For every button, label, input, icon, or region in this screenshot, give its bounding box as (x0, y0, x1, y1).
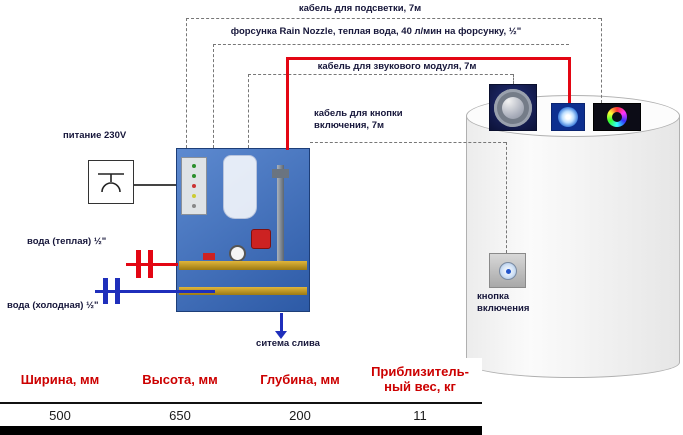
power-button-icon (498, 261, 517, 280)
button-cable-path-h (310, 142, 506, 143)
spec-table-divider (0, 402, 482, 404)
panel-led-icons (192, 164, 196, 168)
power-socket-icon (98, 173, 124, 193)
power-socket-symbol (88, 160, 134, 204)
label-rain-nozzle: форсунка Rain Nozzle, теплая вода, 40 л/… (230, 26, 522, 37)
spec-table: Ширина, мм Высота, мм Глубина, мм Прибли… (0, 358, 482, 435)
label-backlight-cable: кабель для подсветки, 7м (298, 3, 422, 14)
spec-table-value-row: 500 650 200 11 (0, 404, 482, 426)
label-drain-system: ситема слива (256, 338, 320, 349)
sound-module-image (489, 84, 537, 131)
spec-value-height: 650 (169, 407, 191, 423)
warm-water-union-bar-2 (148, 250, 153, 278)
sound-cable-path-v-right (513, 74, 514, 84)
unit-valve (203, 253, 215, 260)
spec-table-footer-bar (0, 426, 482, 435)
warm-water-union-bar-1 (136, 250, 141, 278)
label-button-cable: кабель для кнопки включения, 7м (314, 108, 403, 131)
unit-pipe-fitting (272, 169, 289, 178)
nozzle-pipe-v-unit (286, 57, 289, 150)
label-power-230v: питание 230V (63, 130, 127, 141)
cold-water-line (95, 290, 215, 293)
unit-brass-pipe-upper (179, 261, 307, 270)
label-cold-water: вода (холодная) ½" (7, 300, 99, 311)
nozzle-pipe-v-nozzle (568, 57, 571, 105)
drain-line (280, 313, 283, 332)
dosing-bottle (223, 155, 257, 219)
sound-cable-path-h (248, 74, 513, 75)
nozzle-path-v-left (213, 44, 214, 148)
spec-header-weight: Приблизитель- ный вес, кг (371, 364, 469, 394)
nozzle-pipe-h (286, 57, 571, 60)
unit-brass-pipe-lower (179, 287, 307, 295)
backlight-cable-path-h (186, 18, 601, 19)
shower-column-body (466, 116, 680, 378)
backlight-cable-path-v-left (186, 18, 187, 148)
power-button-image (489, 253, 526, 288)
spec-header-width: Ширина, мм (20, 371, 100, 387)
rain-nozzle-image (551, 103, 585, 131)
cold-water-union-bar-2 (115, 278, 120, 304)
spec-header-height: Высота, мм (142, 371, 218, 387)
pressure-gauge (229, 245, 246, 262)
unit-pump (251, 229, 271, 249)
control-panel (181, 157, 207, 215)
nozzle-path-h (213, 44, 569, 45)
backlight-cable-path-v-right (601, 18, 602, 103)
button-cable-path-v (506, 142, 507, 253)
nozzle-light-icon (558, 107, 578, 127)
led-ring-icon (607, 107, 627, 127)
spec-table-header-row: Ширина, мм Высота, мм Глубина, мм Прибли… (0, 358, 482, 402)
drain-arrow-icon (275, 331, 287, 339)
unit-vertical-pipe (277, 165, 284, 265)
sound-cable-path-v-left (248, 74, 249, 148)
label-power-button: кнопка включения (477, 291, 530, 314)
led-backlight-image (593, 103, 641, 131)
spec-value-depth: 200 (289, 407, 311, 423)
cold-water-union-bar-1 (103, 278, 108, 304)
spec-header-depth: Глубина, мм (260, 371, 340, 387)
power-wire (134, 184, 176, 186)
label-warm-water: вода (теплая) ½" (27, 236, 107, 247)
speaker-icon (494, 88, 532, 127)
spec-value-width: 500 (49, 407, 71, 423)
label-sound-cable: кабель для звукового модуля, 7м (317, 61, 477, 72)
control-unit (176, 148, 310, 312)
spec-value-weight: 11 (413, 407, 427, 423)
